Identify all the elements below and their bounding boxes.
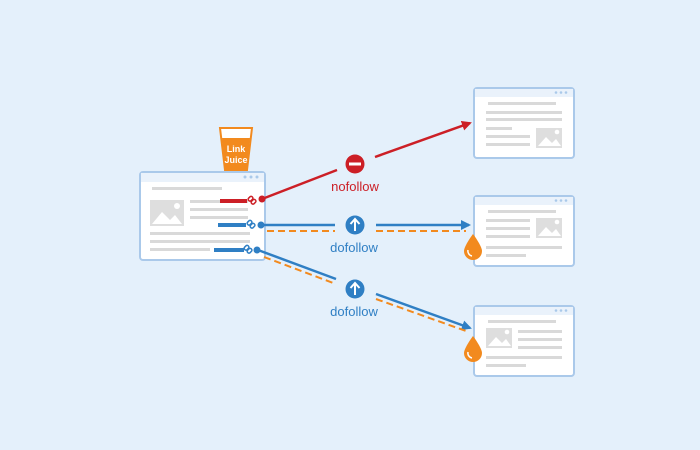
juice-drop-icon [464,336,482,362]
dofollow-label: dofollow [330,304,378,319]
image-placeholder-icon [536,128,562,148]
target-page-dofollow-2 [473,305,575,377]
link-juice-cup-icon: Link Juice [218,127,254,171]
arrow-up-icon [345,279,365,299]
nofollow-link-highlight [220,199,247,203]
arrow-up-icon [345,215,365,235]
dofollow-link-highlight [214,248,244,252]
dofollow-connector-2 [253,246,472,332]
nofollow-label: nofollow [331,179,379,194]
minus-icon [345,154,365,174]
image-placeholder-icon [536,218,562,238]
target-page-nofollow [473,87,575,159]
chain-link-icon [243,244,253,254]
nofollow-connector [258,120,472,203]
dofollow-label: dofollow [330,240,378,255]
target-page-dofollow-1 [473,195,575,267]
cup-label-line1: Link [227,144,246,154]
chain-link-icon [247,195,257,205]
source-page [139,171,266,261]
dofollow-connector-1 [257,220,471,232]
image-placeholder-icon [150,200,184,226]
cup-label-line2: Juice [224,155,247,165]
juice-drop-icon [464,234,482,260]
dofollow-link-highlight [218,223,246,227]
image-placeholder-icon [486,328,512,348]
chain-link-icon [246,219,256,229]
